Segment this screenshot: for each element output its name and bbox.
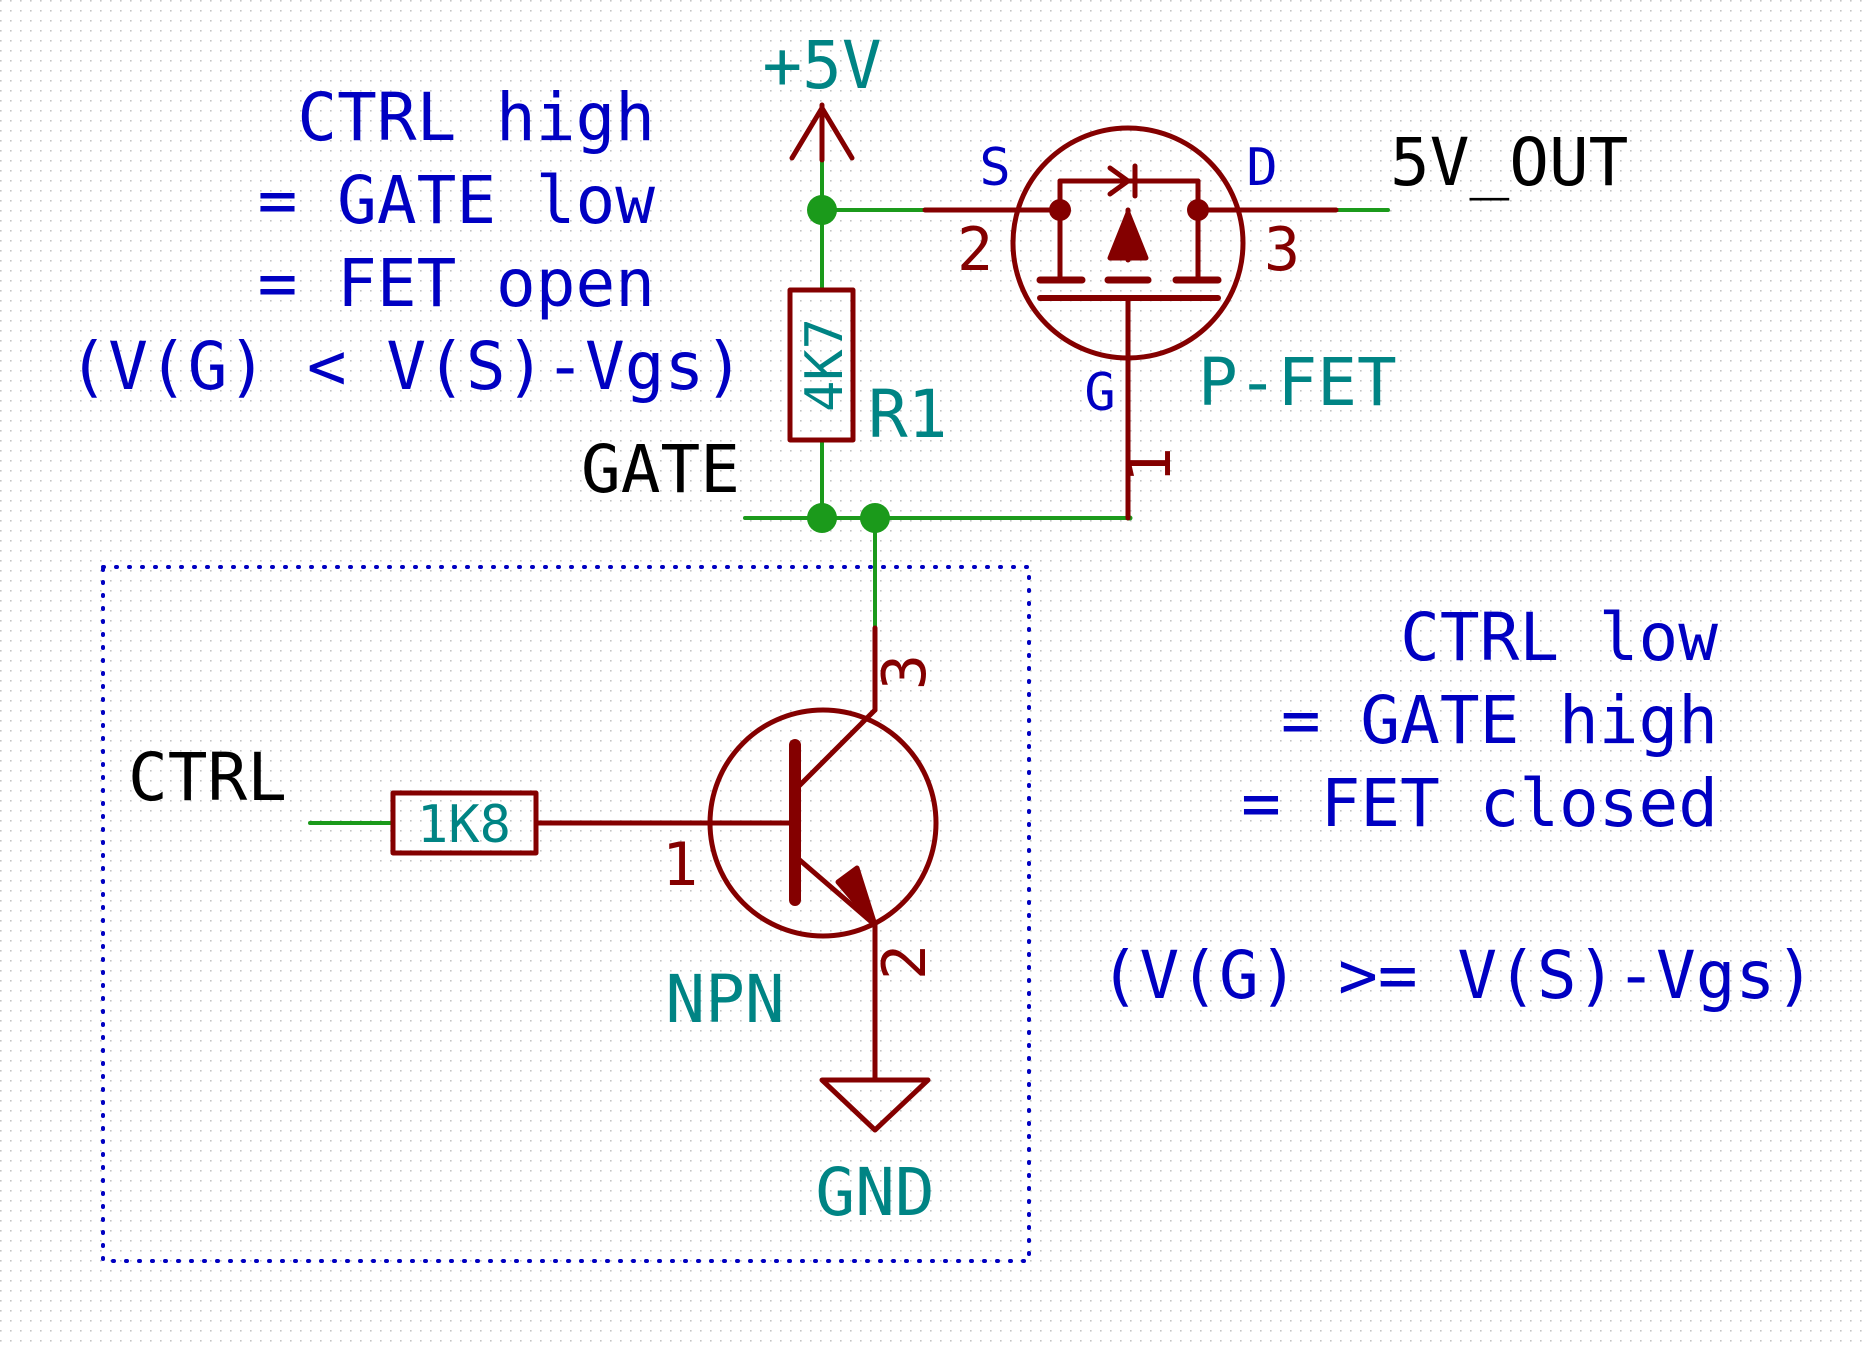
pfet-num-d: 3 xyxy=(1264,215,1300,285)
junction-gate-r1 xyxy=(807,503,837,533)
note-right-condition: (V(G) >= V(S)-Vgs) xyxy=(1100,937,1815,1014)
npn-group-border xyxy=(101,565,1031,1263)
resistor-r2[interactable] xyxy=(390,790,713,856)
npn-symbol[interactable] xyxy=(707,625,939,1003)
junction-vcc-node xyxy=(807,195,837,225)
pfet-num-s: 2 xyxy=(957,215,993,285)
gnd-label: GND xyxy=(815,1154,934,1231)
npn-num-e: 2 xyxy=(870,944,940,980)
r1-ref: R1 xyxy=(868,376,947,453)
npn-value: NPN xyxy=(665,961,784,1038)
note-right-line-3: = FET closed xyxy=(1241,765,1718,842)
vcc-label: +5V xyxy=(762,27,881,104)
note-top-line-4: (V(G) < V(S)-Vgs) xyxy=(68,328,744,405)
note-top-line-3: = FET open xyxy=(258,245,655,322)
net-label-ctrl: CTRL xyxy=(128,739,287,816)
r2-value: 1K8 xyxy=(417,795,511,855)
pfet-symbol[interactable] xyxy=(922,125,1339,521)
note-right-line-2: = GATE high xyxy=(1281,682,1718,759)
components xyxy=(390,102,1339,1133)
pfet-pin-d: D xyxy=(1246,138,1277,198)
gnd-symbol[interactable] xyxy=(819,997,931,1133)
pin-dots xyxy=(1049,199,1209,221)
resistor-r1[interactable] xyxy=(787,287,856,443)
pfet-pin-g: G xyxy=(1084,363,1115,423)
vcc-symbol[interactable] xyxy=(789,102,855,163)
note-top-line-1: CTRL high xyxy=(297,79,655,156)
junction-gate-collector xyxy=(860,503,890,533)
r1-value: 4K7 xyxy=(795,318,855,412)
npn-num-b: 1 xyxy=(662,830,698,900)
pfet-pin-s: S xyxy=(979,138,1010,198)
pfet-value: P-FET xyxy=(1198,344,1397,421)
pfet-num-g: 1 xyxy=(1115,447,1185,483)
note-top-line-2: = GATE low xyxy=(258,162,656,239)
net-label-gate: GATE xyxy=(581,431,740,508)
net-label-5v-out: 5V_OUT xyxy=(1390,124,1628,201)
note-right-line-1: CTRL low xyxy=(1400,599,1718,676)
npn-num-c: 3 xyxy=(870,654,940,690)
junctions xyxy=(807,195,890,533)
